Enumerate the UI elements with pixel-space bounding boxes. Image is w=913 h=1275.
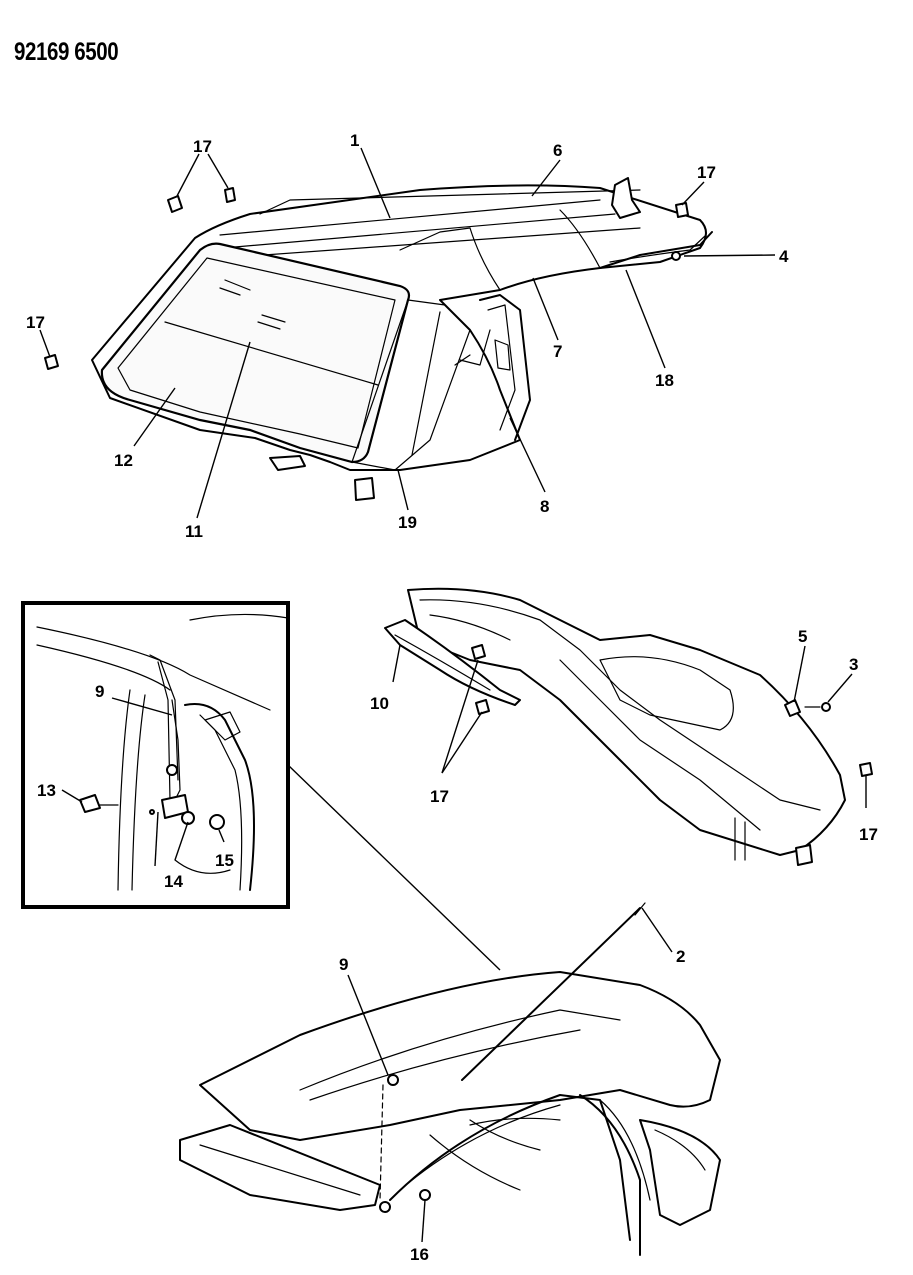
callout-12: 12 <box>114 451 133 470</box>
callout-5: 5 <box>798 627 807 646</box>
side-trim-drawing <box>384 587 873 866</box>
callout-1: 1 <box>350 131 359 150</box>
callout-3: 3 <box>849 655 858 674</box>
callout-17-c: 17 <box>26 313 45 332</box>
boot-leaders <box>347 907 673 1243</box>
side-trim-leaders <box>392 644 867 808</box>
callout-8: 8 <box>540 497 549 516</box>
callout-14: 14 <box>164 872 183 891</box>
callout-17-d: 17 <box>430 787 449 806</box>
callout-9-inset: 9 <box>95 682 104 701</box>
document-id: 92169 6500 <box>14 38 119 66</box>
callout-16: 16 <box>410 1245 429 1264</box>
callout-7: 7 <box>553 342 562 361</box>
callout-19: 19 <box>398 513 417 532</box>
callout-15: 15 <box>215 851 234 870</box>
callout-labels: 1 6 17 17 4 17 7 18 12 8 11 19 5 3 10 17… <box>26 131 878 1264</box>
top-assembly-leaders <box>39 147 776 519</box>
inset-leaders <box>61 697 501 971</box>
callout-10: 10 <box>370 694 389 713</box>
callout-17-a: 17 <box>193 137 212 156</box>
callout-18: 18 <box>655 371 674 390</box>
callout-9-boot: 9 <box>339 955 348 974</box>
top-assembly-drawing <box>44 177 713 501</box>
callout-11: 11 <box>185 522 203 541</box>
boot-drawing <box>179 902 721 1256</box>
callout-6: 6 <box>553 141 562 160</box>
callout-4: 4 <box>779 247 789 266</box>
callout-13: 13 <box>37 781 56 800</box>
callout-17-e: 17 <box>859 825 878 844</box>
callout-2: 2 <box>676 947 685 966</box>
callout-17-b: 17 <box>697 163 716 182</box>
